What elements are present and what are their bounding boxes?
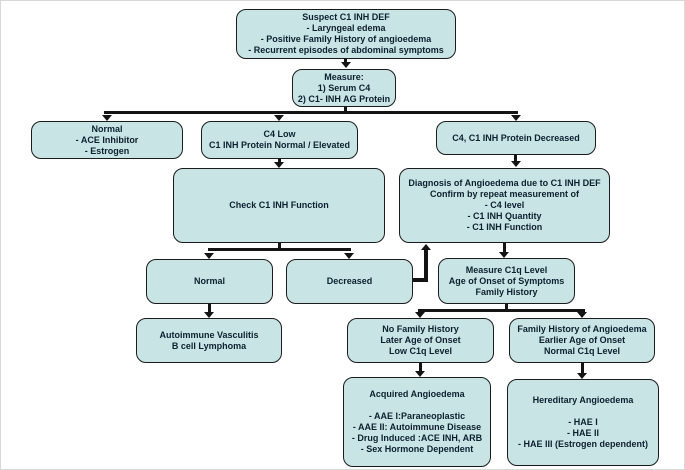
arrowhead-down-icon (415, 371, 425, 377)
node-autoimmune-vasculitis: Autoimmune Vasculitis B cell Lymphoma (136, 318, 282, 363)
node-line: Normal (193, 276, 225, 286)
connector-decreased-elbow-h (413, 278, 428, 282)
node-line: - HAE III (Estrogen dependent) (517, 439, 648, 449)
connector-suspect-to-measure (344, 58, 347, 63)
node-line: - Recurrent episodes of abdominal sympto… (248, 45, 444, 55)
node-line: - HAE II (566, 428, 599, 438)
arrowhead-down-icon (577, 373, 587, 379)
node-suspect-c1-inh-def: Suspect C1 INH DEF - Laryngeal edema - P… (236, 9, 456, 59)
node-line: No Family History (382, 324, 459, 334)
connector-branch-function (208, 248, 351, 251)
node-line: Normal (91, 123, 123, 134)
node-no-family-history: No Family History Later Age of Onset Low… (347, 318, 494, 363)
node-line: Family History (475, 286, 538, 297)
node-line: Age of Onset of Symptoms (448, 275, 565, 286)
node-c4-c1-inh-decreased: C4, C1 INH Protein Decreased (436, 121, 596, 155)
node-family-history-angioedema: Family History of Angioedema Earlier Age… (509, 318, 655, 363)
node-line: 1) Serum C4 (317, 82, 371, 93)
node-measure-serum-c4: Measure: 1) Serum C4 2) C1- INH AG Prote… (292, 69, 396, 107)
arrowhead-down-icon (499, 252, 509, 258)
node-measure-c1q-level: Measure C1q Level Age of Onset of Sympto… (438, 258, 575, 304)
node-line: C4 Low (263, 129, 296, 139)
arrowhead-down-icon (341, 62, 351, 68)
node-line: Acquired Angioedema (369, 389, 465, 399)
node-line: - C1 INH Function (466, 222, 543, 232)
node-line: - AAE II: Autoimmune Disease (352, 422, 482, 432)
connector-diagnosis-to-c1q (503, 243, 506, 252)
node-line: Hereditary Angioedema (532, 395, 634, 405)
node-line: Decreased (326, 276, 373, 286)
connector-branch-history (418, 309, 585, 312)
arrowhead-down-icon (102, 115, 112, 121)
node-line: - Sex Hormone Dependent (360, 444, 474, 454)
node-line: Earlier Age of Onset (538, 335, 626, 345)
node-line: Check C1 INH Function (229, 200, 329, 210)
node-line: C1 INH Protein Normal / Elevated (208, 140, 351, 150)
node-line: - Laryngeal edema (306, 23, 386, 33)
node-line: Family History of Angioedema (517, 324, 647, 334)
node-acquired-angioedema: Acquired Angioedema - AAE I:Paraneoplast… (343, 377, 491, 467)
node-line: C4, C1 INH Protein Decreased (452, 132, 580, 143)
arrowhead-down-icon (511, 115, 521, 121)
connector-branch-row1 (104, 111, 518, 114)
node-line: Later Age of Onset (380, 335, 461, 345)
node-line: Measure: (324, 71, 364, 82)
arrowhead-down-icon (511, 161, 521, 167)
node-line: - Drug Induced :ACE INH, ARB (351, 433, 483, 443)
arrowhead-down-icon (344, 253, 354, 259)
node-line: - Positive Family History of angioedema (260, 34, 432, 44)
node-line: Suspect C1 INH DEF (302, 12, 390, 22)
node-function-normal: Normal (146, 259, 273, 304)
node-diagnosis-angioedema: Diagnosis of Angioedema due to C1 INH DE… (399, 168, 610, 243)
node-c4-low: C4 Low C1 INH Protein Normal / Elevated (201, 121, 358, 159)
node-line: B cell Lymphoma (171, 340, 247, 351)
node-line: Autoimmune Vasculitis (159, 329, 259, 340)
node-function-decreased: Decreased (286, 259, 413, 304)
arrowhead-down-icon (204, 312, 214, 318)
connector-c1q-stub (505, 304, 508, 310)
node-line: - C4 level (484, 200, 525, 210)
node-hereditary-angioedema: Hereditary Angioedema - HAE I - HAE II -… (507, 379, 659, 466)
node-line: Normal C1q Level (543, 346, 621, 356)
node-line: - Estrogen (84, 145, 130, 156)
node-line: Diagnosis of Angioedema due to C1 INH DE… (408, 178, 601, 188)
node-check-c1-inh-function: Check C1 INH Function (173, 168, 385, 243)
node-line: Measure C1q Level (465, 264, 548, 275)
arrowhead-down-icon (274, 115, 284, 121)
node-line: - C1 INH Quantity (467, 211, 542, 221)
connector-c4low-to-check (278, 159, 281, 163)
node-line: - AAE I:Paraneoplastic (368, 411, 466, 421)
node-line: Low C1q Level (388, 346, 452, 356)
connector-decreased-elbow-v (424, 250, 428, 282)
node-line: - HAE I (568, 417, 598, 427)
connector-check-stub (278, 243, 281, 249)
node-normal-ace-estrogen: Normal - ACE Inhibitor - Estrogen (31, 121, 183, 159)
arrowhead-down-icon (415, 312, 425, 318)
node-line: 2) C1- INH AG Protein (297, 93, 391, 104)
arrowhead-down-icon (274, 162, 284, 168)
node-line: - ACE Inhibitor (75, 134, 139, 145)
arrowhead-up-icon (421, 244, 431, 250)
connector-measure-stub (344, 107, 347, 114)
connector-decreased-to-diagnosis (514, 155, 517, 162)
connector-family-to-hereditary (581, 363, 584, 373)
arrowhead-down-icon (577, 312, 587, 318)
connector-nofamily-to-acquired (419, 363, 422, 372)
arrowhead-down-icon (204, 253, 214, 259)
node-line: Confirm by repeat measurement of (429, 189, 580, 199)
connector-normal-to-autoimmune (208, 304, 211, 313)
